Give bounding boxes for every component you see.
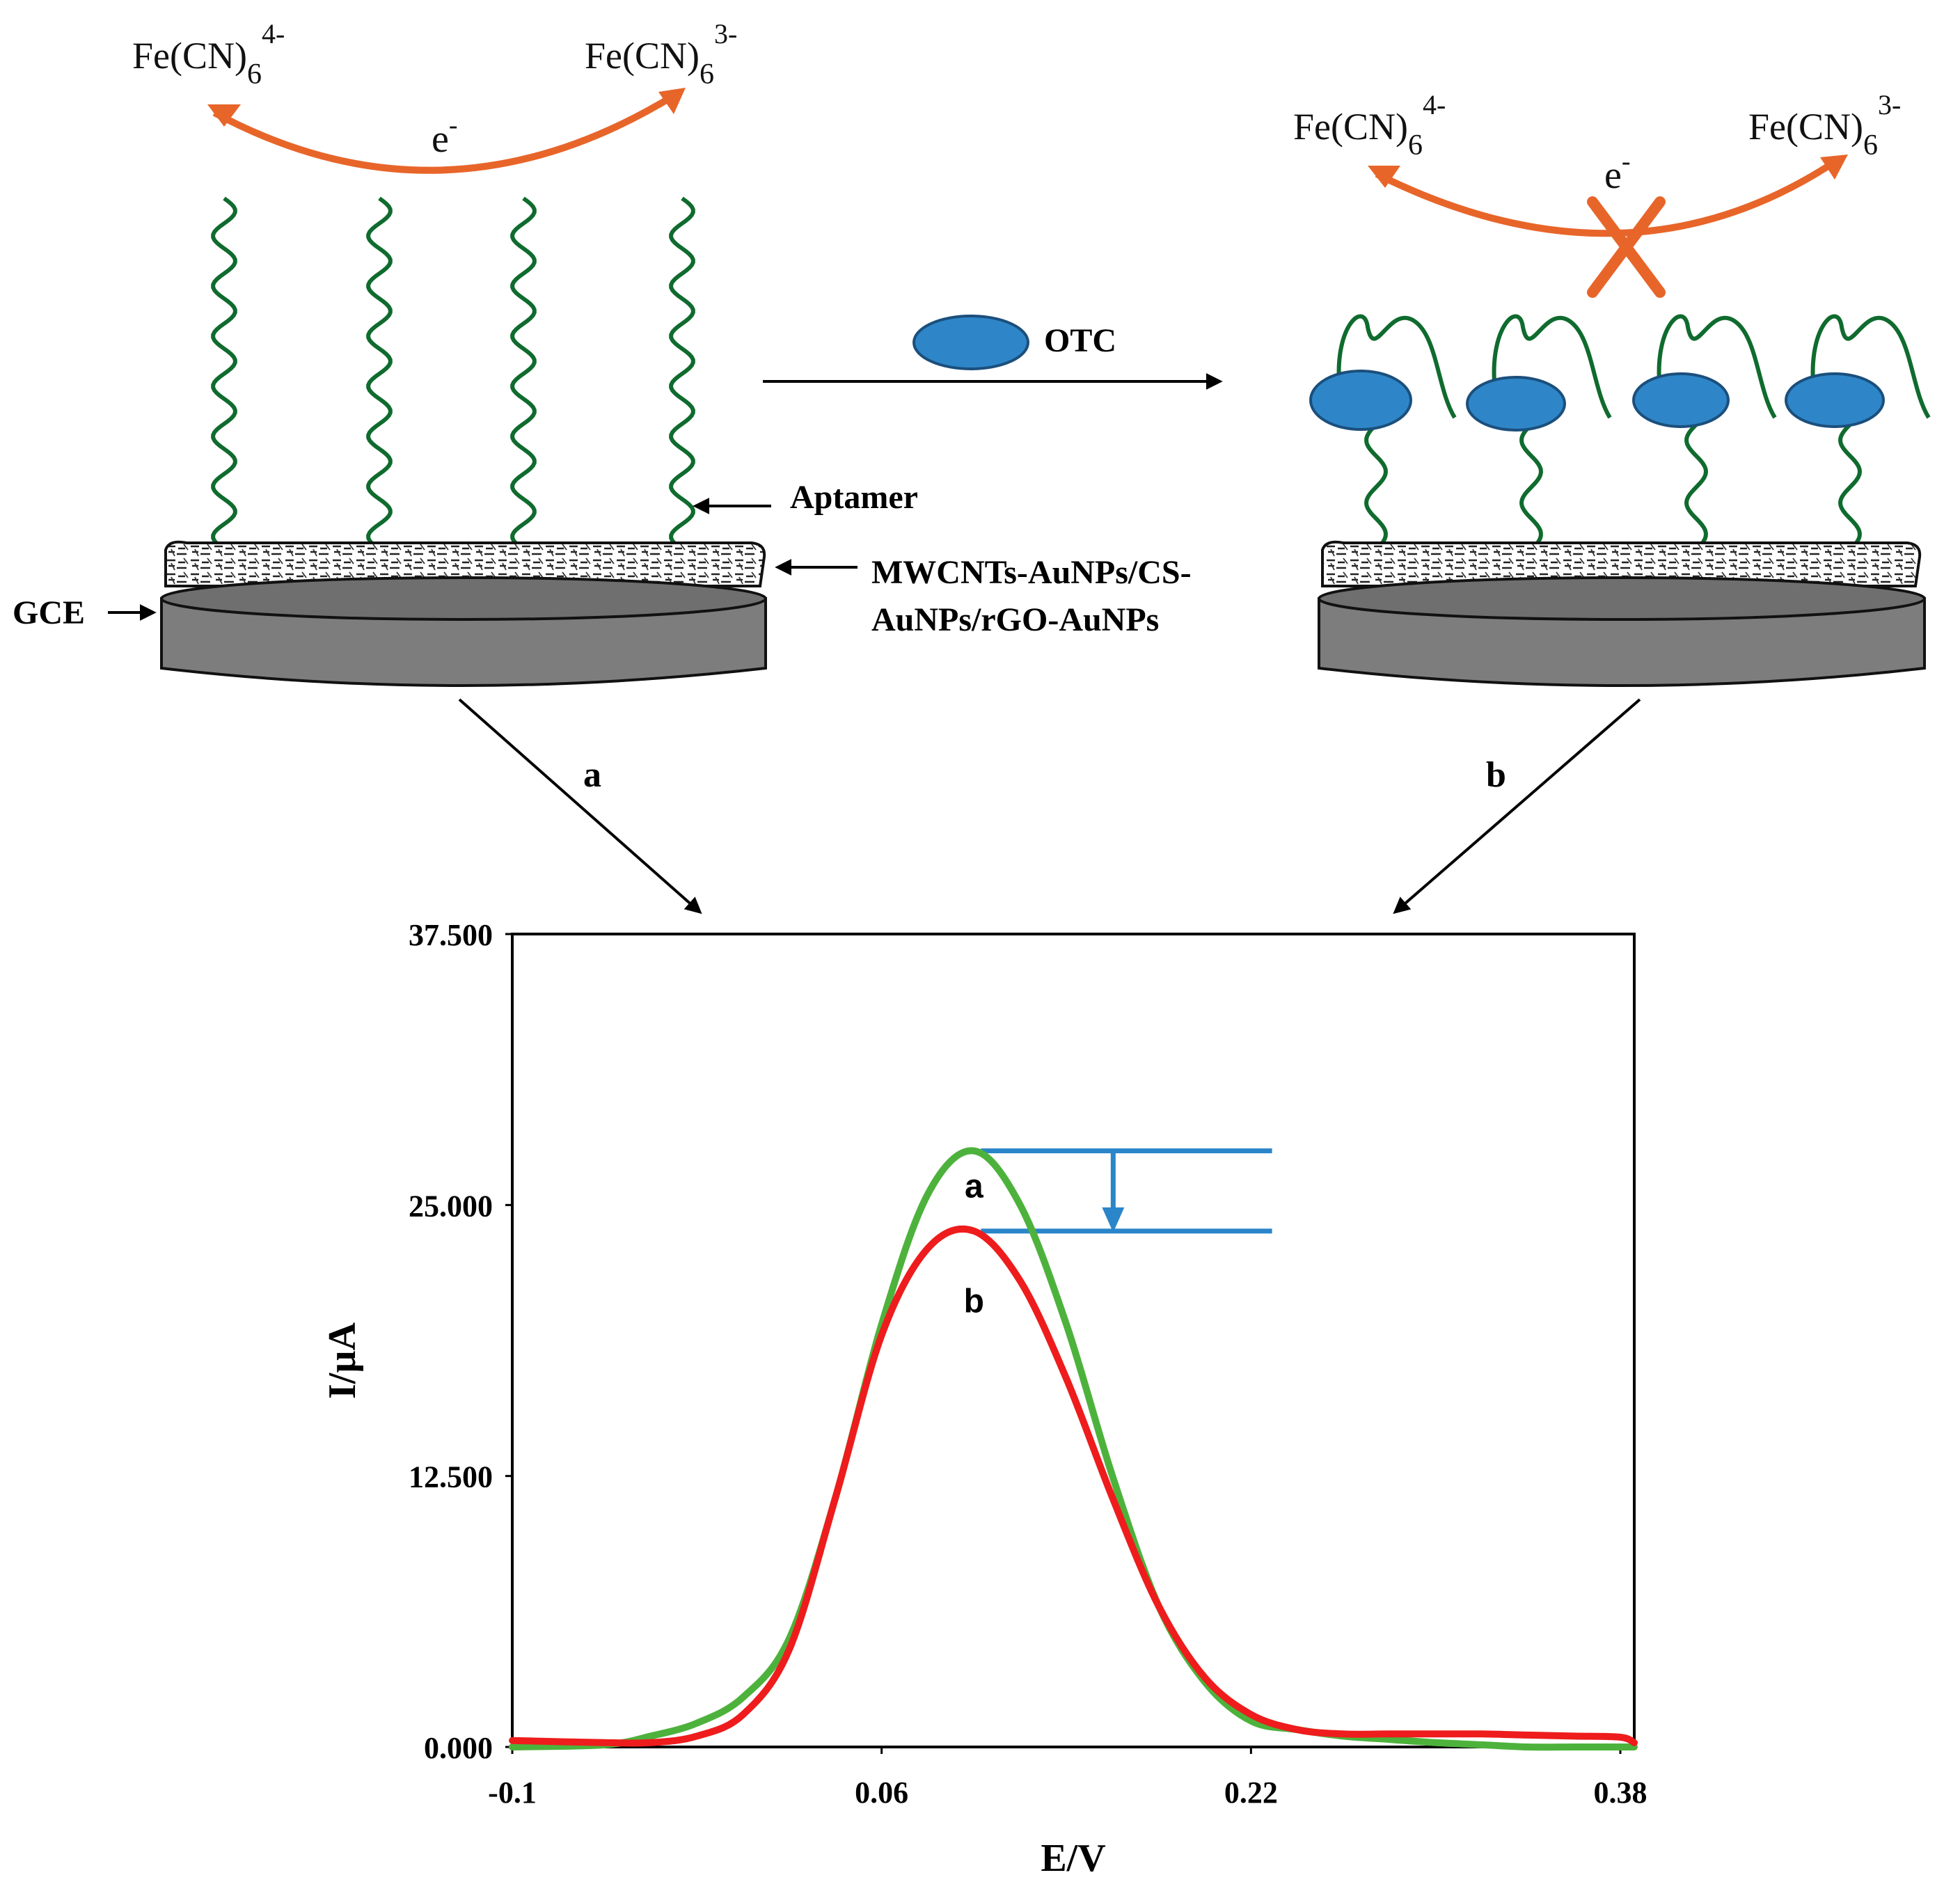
aptamer-strand <box>510 196 537 551</box>
curve-annotations: ab <box>964 1168 984 1320</box>
left-nanocomposite-layer <box>164 540 766 587</box>
series-a-line <box>509 1147 1638 1751</box>
decrease-arrow-head <box>1102 1207 1125 1233</box>
aptamer-strand <box>669 196 695 551</box>
left-electron-label: e- <box>432 111 458 161</box>
y-tick-label: 0.000 <box>424 1731 493 1765</box>
left-electrode <box>160 576 767 687</box>
aptamer-strand <box>211 196 237 551</box>
dpv-chart: 0.000 12.500 25.000 37.500 -0.1 0.06 0.22 0.38… <box>321 918 1647 1880</box>
left-panel: Fe(CN)64- Fe(CN)63- e- Aptamer MWCNTs-Au… <box>13 18 1192 687</box>
left-electron-arrow <box>207 88 686 174</box>
y-tick-label: 12.500 <box>409 1460 493 1494</box>
aptamer-otc-complex <box>1309 314 1457 552</box>
curve-label-a: a <box>965 1168 983 1205</box>
connector-arrow-b <box>1393 698 1641 915</box>
aptamer-label: Aptamer <box>790 479 918 516</box>
plot-frame <box>511 933 1636 1748</box>
right-species-ferri: Fe(CN)63- <box>1748 89 1901 161</box>
layer-label-line1: MWCNTs-AuNPs/CS- <box>871 554 1192 591</box>
blocked-transfer-icon <box>1587 196 1666 298</box>
reaction-step: OTC <box>763 315 1223 390</box>
right-species-ferro: Fe(CN)64- <box>1293 89 1446 161</box>
x-tick-label: -0.1 <box>488 1776 537 1810</box>
electrode-label: GCE <box>13 594 85 631</box>
otc-molecule-icon <box>1632 372 1730 428</box>
otc-molecule-icon <box>912 315 1029 370</box>
aptamer-strand <box>366 196 393 551</box>
aptamer-otc-complex <box>1785 314 1931 552</box>
x-tick-label: 0.38 <box>1594 1776 1647 1810</box>
right-electrode <box>1318 576 1926 687</box>
curve-label-b: b <box>964 1283 984 1320</box>
right-nanocomposite-layer <box>1321 540 1922 587</box>
connector-label-a: a <box>583 755 601 795</box>
series-b-line <box>509 1225 1638 1747</box>
otc-molecule-icon <box>1466 376 1566 432</box>
otc-molecule-icon <box>1785 372 1885 428</box>
chart-series <box>509 1147 1638 1751</box>
otc-label: OTC <box>1044 322 1116 359</box>
connector-label-b: b <box>1486 755 1506 795</box>
connector-arrow-a <box>458 698 702 915</box>
aptamer-otc-complex <box>1466 314 1612 552</box>
x-tick-label: 0.06 <box>855 1776 908 1810</box>
x-tick-label: 0.22 <box>1224 1776 1278 1810</box>
otc-molecule-icon <box>1309 370 1412 431</box>
left-aptamer-strands <box>211 196 695 551</box>
layer-label-line2: AuNPs/rGO-AuNPs <box>871 601 1159 638</box>
right-panel: Fe(CN)64- Fe(CN)63- e- <box>1293 89 1931 687</box>
y-axis-ticks: 0.000 12.500 25.000 37.500 <box>409 918 512 1765</box>
y-axis-label: I/µA <box>321 1322 364 1399</box>
x-axis-ticks: -0.1 0.06 0.22 0.38 <box>488 1747 1647 1810</box>
x-axis-label: E/V <box>1041 1837 1105 1880</box>
aptamer-otc-complex <box>1632 314 1777 552</box>
left-species-ferri: Fe(CN)63- <box>585 18 737 90</box>
y-tick-label: 25.000 <box>409 1189 493 1223</box>
y-tick-label: 37.500 <box>409 918 493 952</box>
left-species-ferro: Fe(CN)64- <box>132 18 285 90</box>
right-electron-label: e- <box>1604 147 1631 197</box>
right-aptamer-otc-complexes <box>1309 314 1931 552</box>
